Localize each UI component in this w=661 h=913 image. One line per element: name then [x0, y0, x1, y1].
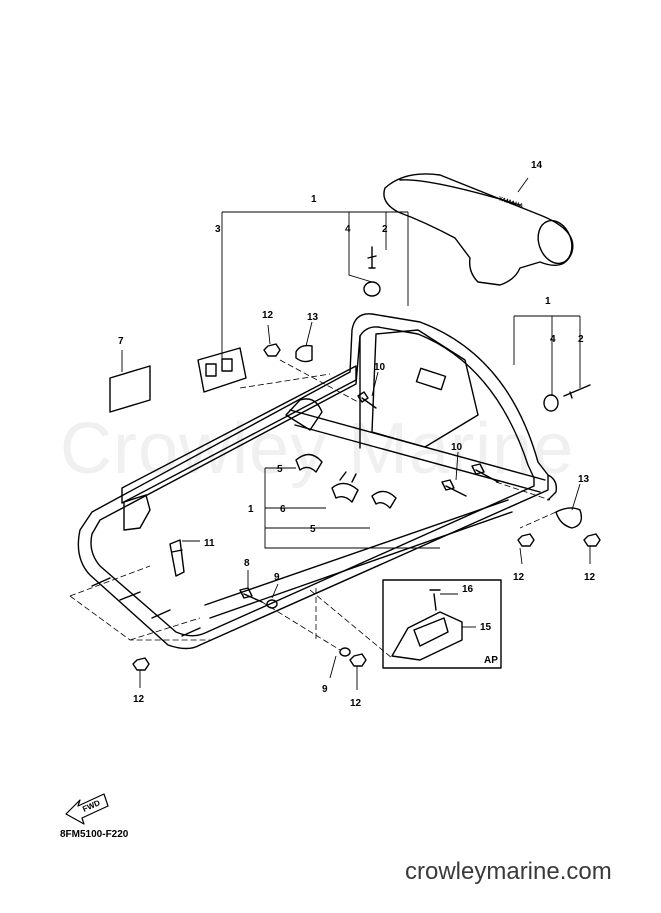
drawing-code: 8FM5100-F220: [60, 829, 129, 840]
part-9-washer-b: [339, 647, 351, 657]
part-7-label: [109, 365, 151, 413]
callout-3: 3: [215, 224, 221, 235]
part-4-bumper: [363, 281, 381, 297]
part-10-bolt: [357, 391, 377, 409]
part-2-screw-right: [563, 384, 591, 399]
frame-assembly: [77, 313, 558, 650]
callout-8: 8: [244, 558, 250, 569]
part-10-bolt-c: [441, 479, 467, 497]
callout-12-b: 12: [513, 572, 525, 583]
callout-13-right: 13: [578, 474, 590, 485]
leader-lines: [121, 177, 591, 690]
yamaha-logo: YAMAHA: [497, 196, 524, 210]
studs: [91, 577, 201, 637]
callout-4: 4: [345, 224, 351, 235]
part-12-nuts: [132, 343, 601, 671]
callout-12-e: 12: [350, 698, 362, 709]
callout-2-right: 2: [578, 334, 584, 345]
callout-4-right: 4: [550, 334, 556, 345]
callout-15: 15: [480, 622, 492, 633]
callout-10-b: 10: [451, 442, 463, 453]
part-2-screw: [367, 246, 377, 269]
part-13-clamp: [295, 344, 313, 363]
part-11-strap: [169, 539, 185, 577]
part-14-cover: [383, 173, 574, 286]
callout-12-d: 12: [133, 694, 145, 705]
ap-inset-box: [382, 579, 502, 669]
part-8-bolt: [239, 587, 263, 603]
dashed-lines: [69, 359, 557, 659]
callout-12: 12: [262, 310, 274, 321]
site-name: crowleymarine.com: [405, 858, 612, 885]
callout-numbers: 1 3 4 2 14 1 4 2 12 13 7 10 10 13 5 1 6 …: [118, 160, 596, 709]
part-4-bumper-right: [543, 394, 559, 412]
ap-label: AP: [484, 655, 498, 666]
callout-1-right: 1: [545, 296, 551, 307]
callout-5-b: 5: [310, 524, 316, 535]
callout-13: 13: [307, 312, 319, 323]
callout-5: 5: [277, 464, 283, 475]
callout-1: 1: [311, 194, 317, 205]
callout-2: 2: [382, 224, 388, 235]
fwd-arrow-icon: FWD: [65, 793, 109, 825]
callout-9-b: 9: [322, 684, 328, 695]
callout-9: 9: [274, 572, 280, 583]
part-5-6-clamps: [295, 453, 397, 509]
callout-11: 11: [204, 538, 215, 549]
part-3-switch-plate: [197, 347, 247, 393]
callout-12-c: 12: [584, 572, 596, 583]
callout-14: 14: [531, 160, 543, 171]
callout-6: 6: [280, 504, 286, 515]
part-13-clamp-right: [555, 507, 583, 529]
part-15-pad: [391, 611, 463, 661]
callout-16: 16: [462, 584, 474, 595]
part-16-screw: [429, 589, 441, 611]
callout-1-mid: 1: [248, 504, 254, 515]
callout-7: 7: [118, 336, 124, 347]
part-10-bolt-b: [471, 463, 499, 483]
callout-10: 10: [374, 362, 386, 373]
